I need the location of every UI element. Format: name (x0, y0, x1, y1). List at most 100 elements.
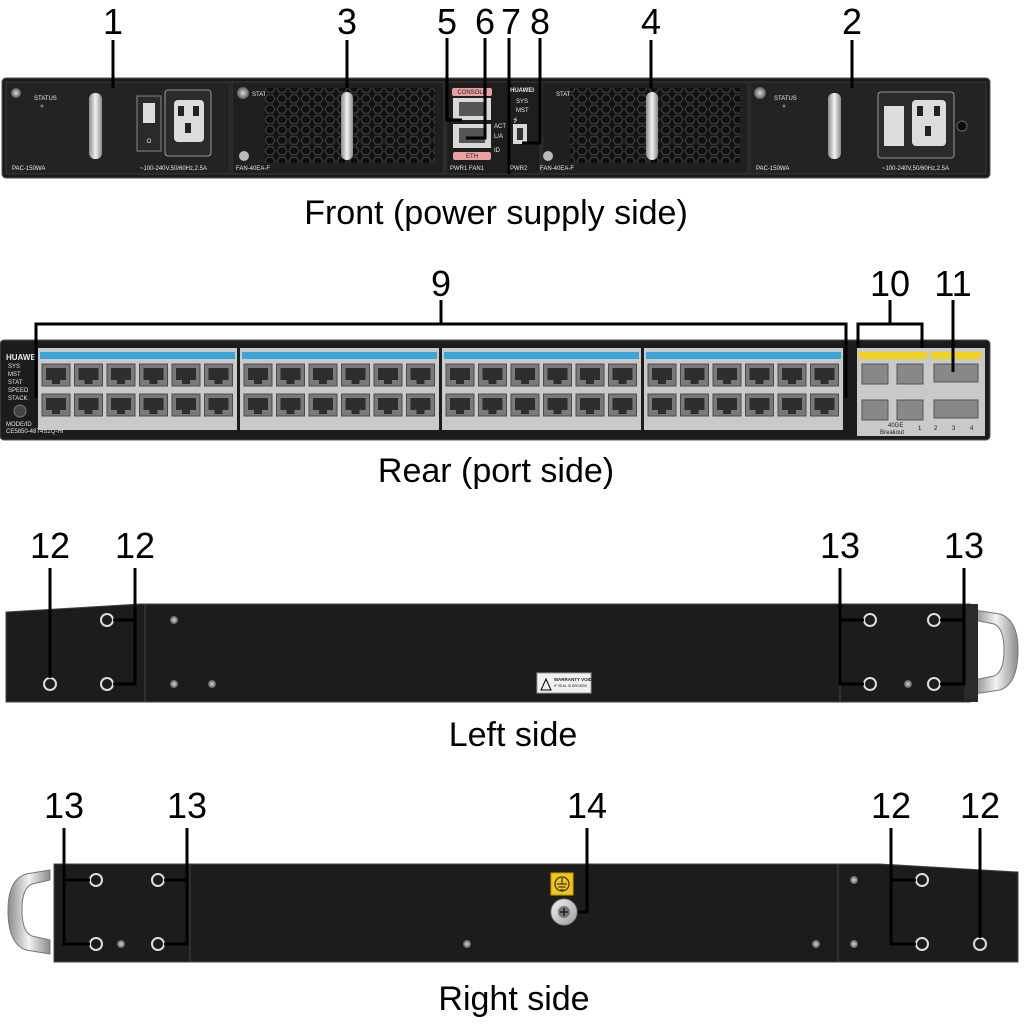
power-supply-1: STATUS O PAC-150WA ~100-240V,50/60Hz,2.5… (5, 81, 231, 175)
rj45-latch (319, 410, 327, 414)
rj45-latch (456, 410, 464, 414)
rj45-latch (319, 380, 327, 384)
psu2-rating: ~100-240V,50/60Hz,2.5A (882, 166, 949, 172)
psu1-model: PAC-150WA (12, 166, 45, 172)
fan1-handle (341, 92, 353, 160)
rj45-jack (378, 398, 398, 410)
rj45-latch (52, 380, 60, 384)
port-label-strip (242, 352, 437, 359)
rj45-latch (214, 410, 223, 414)
rj45-jack (248, 368, 268, 380)
callout-13: 13 (820, 525, 860, 566)
psu2-status-led (782, 104, 786, 108)
la-label: L/A (494, 134, 503, 140)
rj45-jack (450, 398, 470, 410)
rj45-jack (547, 368, 568, 380)
rj45-latch (586, 380, 594, 384)
rj45-jack (410, 398, 431, 410)
callout-9: 9 (431, 263, 451, 304)
fan1-model: FAN-40EA-F (236, 166, 270, 172)
rj45-jack (313, 398, 333, 410)
rj45-jack (684, 398, 705, 410)
rj45-latch (149, 410, 158, 414)
left-side-view: WARRANTY VOID IF SEAL IS BROKEN 12 12 13… (5, 525, 1019, 754)
callout-11: 11 (934, 263, 971, 304)
svg-text:2: 2 (934, 426, 938, 432)
rear-view: HUAWEI SYS MST STAT SPEED STACK MODE/ID … (0, 263, 991, 490)
warranty-void-sticker: WARRANTY VOID IF SEAL IS BROKEN (536, 672, 593, 694)
eth-label: ETH (466, 154, 478, 160)
rear-caption: Rear (port side) (378, 452, 614, 490)
rj45-jack (208, 398, 229, 410)
svg-text:3: 3 (952, 426, 956, 432)
rj45-jack (482, 398, 503, 410)
callout-12: 12 (871, 785, 911, 826)
rj45-jack (580, 398, 600, 410)
rj45-latch (214, 380, 223, 384)
fan-module-1: STATUS FAN-40EA-F (231, 81, 445, 175)
rj45-latch (690, 410, 699, 414)
rj45-jack (208, 368, 229, 380)
rj45-jack (612, 368, 633, 380)
mode-label: MODE/ID (6, 422, 32, 428)
right-chassis (53, 863, 1019, 963)
fan2-handle (646, 92, 658, 160)
rj45-latch (416, 380, 425, 384)
rj45-jack (782, 398, 802, 410)
svg-text:STACK: STACK (8, 396, 28, 402)
power-switch-icon (884, 106, 904, 146)
screw-icon (11, 88, 21, 98)
svg-text:O: O (147, 139, 152, 145)
ground-terminal (550, 872, 578, 926)
svg-text:4: 4 (970, 426, 974, 432)
rj45-latch (553, 410, 562, 414)
rj45-jack (280, 368, 301, 380)
rj45-latch (690, 380, 699, 384)
rj45-jack (176, 368, 196, 380)
front-brand: HUAWEI (510, 88, 534, 94)
callout-12: 12 (960, 785, 1000, 826)
rj45-jack (410, 368, 431, 380)
fan2-status-label: STATUS (556, 92, 579, 98)
rear-brand: HUAWEI (6, 353, 38, 362)
rj45-jack (143, 398, 164, 410)
rj45-latch (182, 410, 190, 414)
rear-model: CE5850-48T4S2Q-HI (6, 429, 64, 435)
breakout-label: 40GE (888, 423, 903, 429)
psu2-handle (828, 93, 841, 159)
svg-text:SPEED: SPEED (8, 388, 29, 394)
port-label-strip (40, 352, 235, 359)
console-label: CONSOLE (457, 90, 486, 96)
rj45-latch (149, 380, 158, 384)
front-view: STATUS O PAC-150WA ~100-240V,50/60Hz,2.5… (1, 1, 991, 232)
rj45-latch (553, 380, 562, 384)
rj45-latch (384, 380, 392, 384)
rj45-jack (717, 368, 737, 380)
callout-13: 13 (944, 525, 984, 566)
rj45-jack (450, 368, 470, 380)
management-panel: CONSOLE ETH ACT L/A ID HUAWEI SYS MST ⭍ … (445, 81, 541, 175)
rj45-latch (254, 380, 262, 384)
rear-callout-lines (34, 300, 955, 398)
rj45-jack (111, 398, 131, 410)
rj45-latch (723, 380, 731, 384)
callout-3: 3 (337, 1, 357, 42)
warning-icon (540, 677, 552, 691)
right-callout-lines (62, 828, 982, 946)
rj45-jack (749, 398, 770, 410)
rj45-latch (586, 410, 594, 414)
callout-4: 4 (641, 1, 661, 42)
rj45-latch (755, 410, 764, 414)
rj45-latch (618, 410, 627, 414)
screw-icon (754, 87, 766, 99)
rj45-jack (143, 368, 164, 380)
callout-13: 13 (44, 785, 84, 826)
psu1-rating: ~100-240V,50/60Hz,2.5A (140, 166, 207, 172)
rj45-latch (351, 410, 360, 414)
port-label-strip (444, 352, 639, 359)
power-switch-icon (143, 103, 155, 123)
rj45-latch (84, 410, 93, 414)
screw-icon (237, 87, 249, 99)
svg-text:SYS: SYS (8, 364, 20, 370)
mode-button (13, 404, 27, 418)
